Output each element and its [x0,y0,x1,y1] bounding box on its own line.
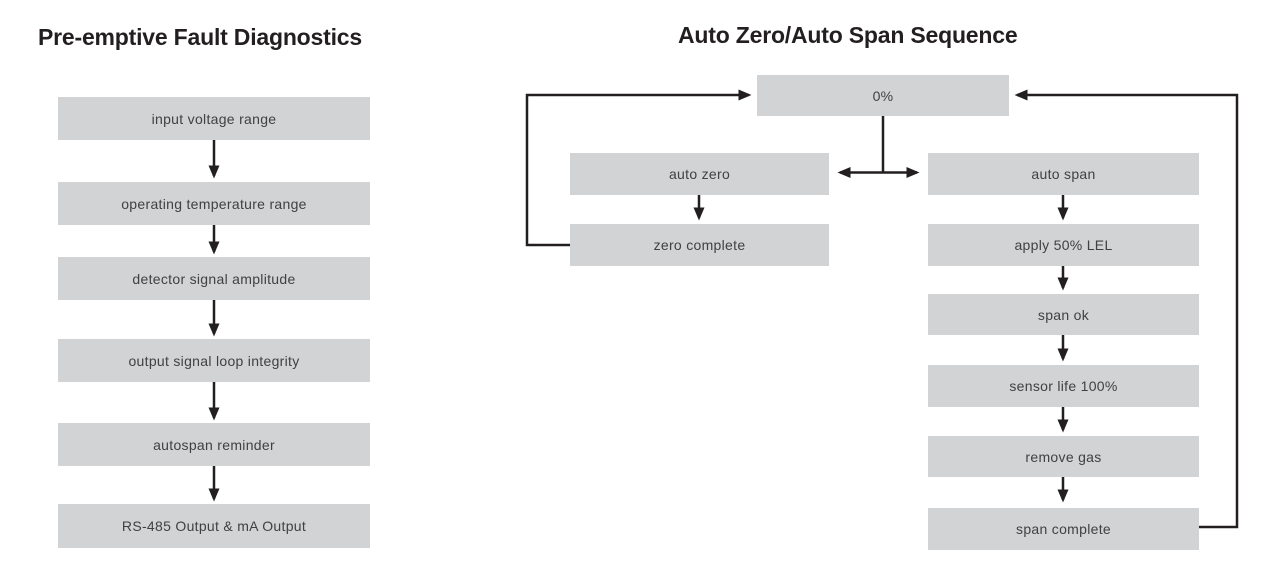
node-remove-gas: remove gas [928,436,1199,477]
node-autospan-reminder: autospan reminder [58,423,370,466]
left-diagram-title: Pre-emptive Fault Diagnostics [38,24,362,50]
node-apply-50-lel: apply 50% LEL [928,224,1199,266]
node-operating-temperature-range: operating temperature range [58,182,370,225]
node-span-complete: span complete [928,508,1199,550]
node-auto-span: auto span [928,153,1199,195]
node-sensor-life-100: sensor life 100% [928,365,1199,407]
node-input-voltage-range: input voltage range [58,97,370,140]
node-zero-percent: 0% [757,75,1009,116]
node-auto-zero: auto zero [570,153,829,195]
node-rs-485-output: RS-485 Output & mA Output [58,504,370,548]
right-diagram-title: Auto Zero/Auto Span Sequence [678,22,1018,48]
node-detector-signal-amplitude: detector signal amplitude [58,257,370,300]
node-zero-complete: zero complete [570,224,829,266]
node-output-signal-loop-integrity: output signal loop integrity [58,339,370,382]
node-span-ok: span ok [928,294,1199,335]
